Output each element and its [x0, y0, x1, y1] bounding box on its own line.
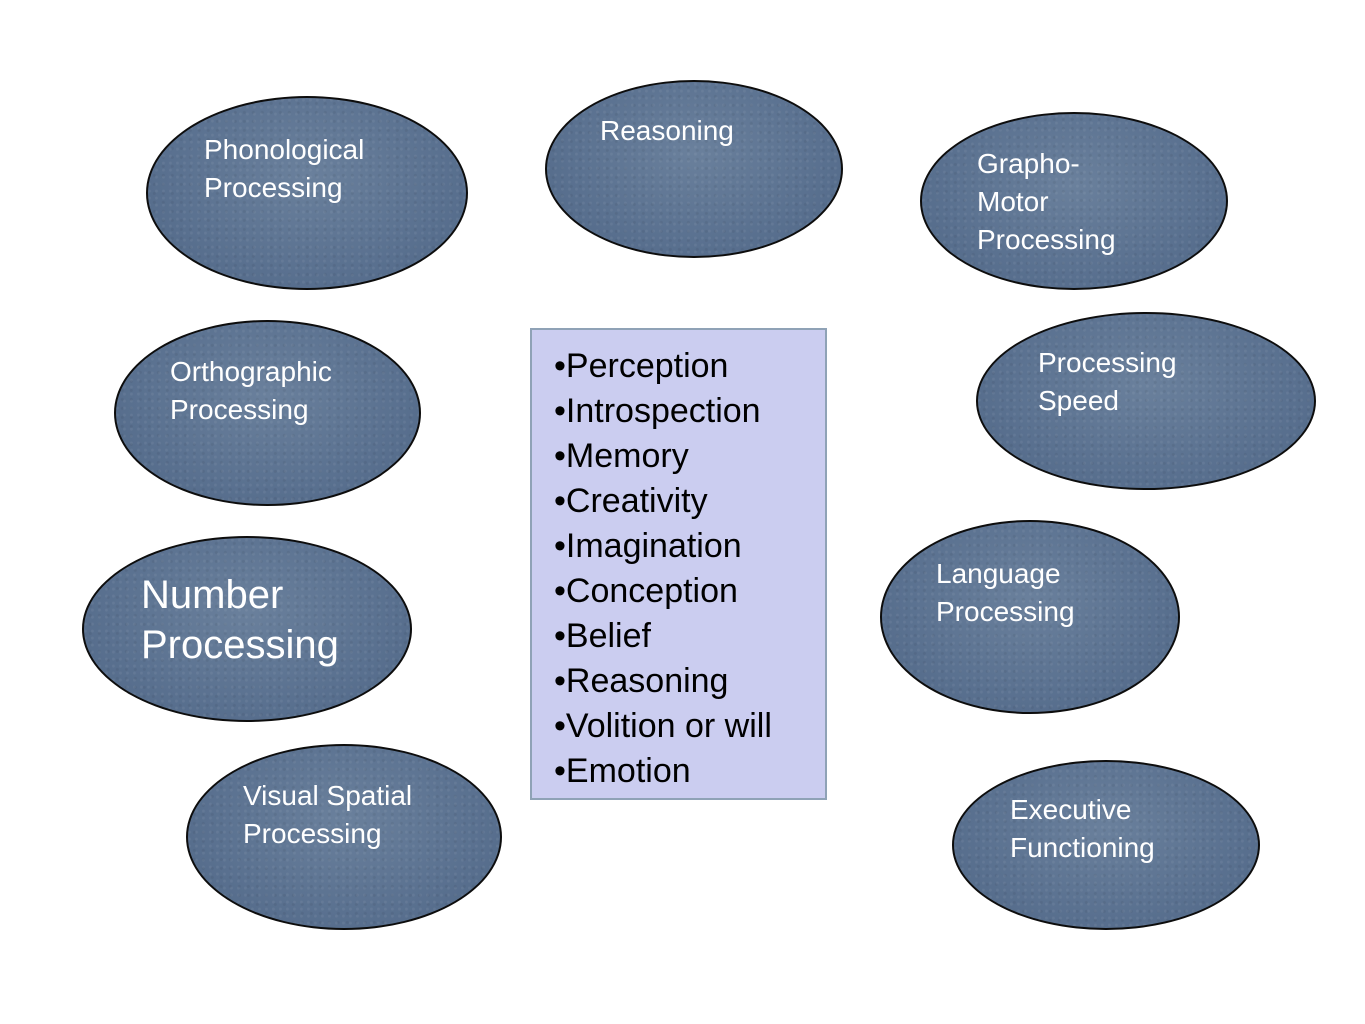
- language-processing-label: Language Processing: [936, 558, 1075, 627]
- list-item: Imagination: [554, 524, 772, 569]
- reasoning-node: [545, 80, 843, 258]
- list-item: Memory: [554, 434, 772, 479]
- language-processing-node: [880, 520, 1180, 714]
- cognition-list: Perception Introspection Memory Creativi…: [554, 344, 772, 794]
- phonological-processing-label: Phonological Processing: [204, 134, 365, 203]
- executive-functioning-label: Executive Functioning: [1010, 794, 1155, 863]
- grapho-motor-processing-label: Grapho- Motor Processing: [977, 148, 1116, 255]
- list-item: Belief: [554, 614, 772, 659]
- list-item: Perception: [554, 344, 772, 389]
- processing-speed-node: [976, 312, 1316, 490]
- number-processing-label: Number Processing: [141, 573, 339, 667]
- reasoning-label: Reasoning: [600, 115, 734, 146]
- list-item: Introspection: [554, 389, 772, 434]
- list-item: Volition or will: [554, 704, 772, 749]
- processing-speed-label: Processing Speed: [1038, 347, 1177, 416]
- phonological-processing-node: [146, 96, 468, 290]
- list-item: Emotion: [554, 749, 772, 794]
- list-item: Creativity: [554, 479, 772, 524]
- visual-spatial-processing-node: [186, 744, 502, 930]
- visual-spatial-processing-label: Visual Spatial Processing: [243, 780, 413, 849]
- number-processing-node: [82, 536, 412, 722]
- list-item: Conception: [554, 569, 772, 614]
- orthographic-processing-label: Orthographic Processing: [170, 356, 332, 425]
- grapho-motor-processing-node: [920, 112, 1228, 290]
- executive-functioning-node: [952, 760, 1260, 930]
- orthographic-processing-node: [114, 320, 421, 506]
- list-item: Reasoning: [554, 659, 772, 704]
- cognition-list-box: Perception Introspection Memory Creativi…: [530, 328, 827, 800]
